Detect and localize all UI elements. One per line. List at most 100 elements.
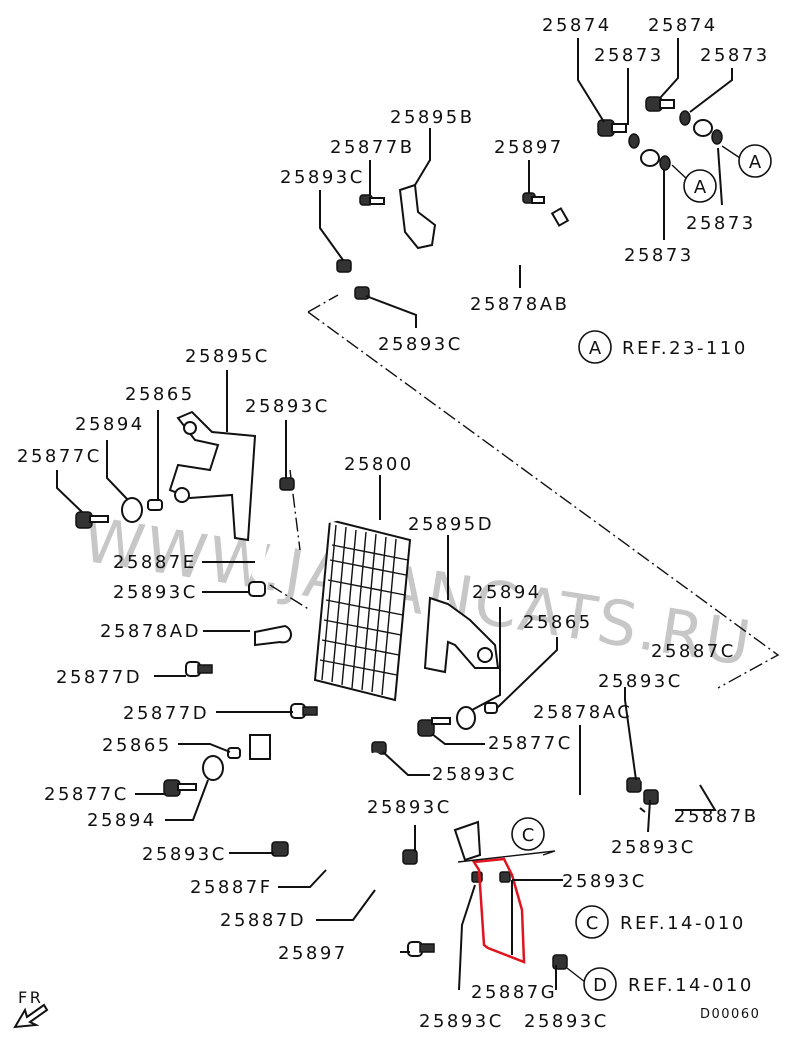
banjo-bolt-25874-right[interactable] [645,96,675,112]
label-25893C-ad-bottom[interactable]: 25893C [142,844,227,865]
hose-25887C[interactable] [640,695,705,783]
label-25887D[interactable]: 25887D [220,910,306,931]
bolt-25897-top[interactable] [522,192,545,204]
label-25877C-upper[interactable]: 25877C [17,446,102,467]
label-25887C[interactable]: 25887C [651,641,736,662]
label-25895D[interactable]: 25895D [408,514,494,535]
oil-cooler-25800[interactable] [310,516,412,751]
hose-25887F[interactable] [317,850,405,885]
bolt-25877C-left[interactable] [163,779,197,797]
label-25893C-e-bottom[interactable]: 25893C [113,582,198,603]
svg-text:A: A [589,338,602,359]
hose-25887B[interactable] [660,713,713,800]
label-25893C-lower4[interactable]: 25893C [524,1011,609,1032]
pipe-25878AC[interactable] [438,783,662,867]
label-25887G[interactable]: 25887G [471,982,557,1003]
washer-25873-3[interactable] [659,155,671,171]
label-25874-left[interactable]: 25874 [542,15,612,36]
clamp-25893C-ac1[interactable] [626,777,642,793]
label-25878AD[interactable]: 25878AD [100,621,201,642]
label-25893C-ac1[interactable]: 25893C [598,671,683,692]
clamp-25893C-lower3[interactable] [499,871,511,883]
collar-25865-left[interactable] [227,747,241,759]
svg-text:REF.14-010: REF.14-010 [628,975,754,996]
hose-25887D[interactable] [342,752,553,953]
label-25877D-upper[interactable]: 25877D [56,667,142,688]
washer-25873-4[interactable] [711,129,723,145]
label-25894-left[interactable]: 25894 [87,810,157,831]
pipe-25878AD[interactable] [243,598,292,832]
grommet-25894-left[interactable] [202,755,224,781]
clamp-25893C-e-bottom[interactable] [248,581,266,597]
bracket-25895B[interactable] [398,183,437,250]
clamp-25893C-e-top[interactable] [279,477,295,491]
label-25893C-e-top[interactable]: 25893C [245,396,330,417]
svg-text:C: C [522,825,535,846]
bolt-25877D-upper[interactable] [185,661,213,677]
clamp-25893C-top1[interactable] [336,259,352,273]
label-25865-upper[interactable]: 25865 [125,384,195,405]
svg-text:REF.14-010: REF.14-010 [620,913,746,934]
label-25878AC[interactable]: 25878AC [533,702,632,723]
label-25865-right[interactable]: 25865 [523,612,593,633]
label-25894-upper[interactable]: 25894 [75,414,145,435]
label-25893C-ac2[interactable]: 25893C [611,837,696,858]
label-25874-right[interactable]: 25874 [648,15,718,36]
bolt-25877C-upper[interactable] [75,511,109,529]
bolt-25877B[interactable] [359,194,385,206]
callout-marker-A-1: A [738,144,772,178]
label-25887E[interactable]: 25887E [113,552,197,573]
label-25897-top[interactable]: 25897 [494,137,564,158]
label-25873-1[interactable]: 25873 [594,45,664,66]
label-25873-2[interactable]: 25873 [700,45,770,66]
svg-text:A: A [749,152,762,173]
svg-text:C: C [586,913,599,934]
clamp-25893C-ac2[interactable] [643,789,659,805]
label-25878AB[interactable]: 25878AB [470,294,569,315]
label-25893C-lower3[interactable]: 25893C [562,871,647,892]
collar-25865-right[interactable] [484,702,498,714]
collar-25865-upper[interactable] [147,499,163,511]
label-25877C-right[interactable]: 25877C [488,733,573,754]
washer-25873-2[interactable] [679,110,691,126]
label-25865-left[interactable]: 25865 [102,735,172,756]
label-25873-4[interactable]: 25873 [624,245,694,266]
clamp-25893C-lower1[interactable] [402,849,418,865]
label-25877D-lower[interactable]: 25877D [123,703,209,724]
clamp-25893C-top2[interactable] [354,286,370,300]
bolt-25877C-right[interactable] [417,717,451,737]
label-25887F[interactable]: 25887F [190,877,273,898]
label-25893C-cooler-out[interactable]: 25893C [432,764,517,785]
label-25894-right[interactable]: 25894 [472,582,542,603]
grommet-25894-upper[interactable] [121,497,143,523]
reference-C[interactable]: C REF.14-010 [575,905,746,939]
callout-marker-A-2: A [683,169,717,203]
banjo-bolt-25874-left[interactable] [597,119,627,137]
bolt-25897-lower[interactable] [407,941,435,957]
reference-A[interactable]: A REF.23-110 [578,330,748,364]
washer-25873-1[interactable] [628,133,640,149]
label-25895B[interactable]: 25895B [390,107,475,128]
hose-25887G[interactable] [495,877,550,905]
label-25895C[interactable]: 25895C [185,346,270,367]
label-25893C-top1[interactable]: 25893C [280,167,365,188]
label-25877C-left[interactable]: 25877C [44,784,129,805]
hose-25887E[interactable] [252,483,293,580]
label-25877B[interactable]: 25877B [330,137,415,158]
label-25893C-lower2[interactable]: 25893C [419,1011,504,1032]
label-25893C-top2[interactable]: 25893C [378,334,463,355]
label-25887B[interactable]: 25887B [674,806,759,827]
reference-line-upper [307,294,780,689]
label-25800[interactable]: 25800 [344,454,414,475]
marker-leader-lines [457,145,741,983]
label-25893C-lower1[interactable]: 25893C [367,797,452,818]
grommet-25894-right[interactable] [456,706,476,730]
clamp-25893C-ad-bottom[interactable] [271,841,289,857]
reference-D[interactable]: D REF.14-010 [583,967,754,1001]
label-25897-lower[interactable]: 25897 [278,943,348,964]
leader-lines [56,38,733,991]
bolt-25877D-lower[interactable] [290,703,318,719]
label-25873-3[interactable]: 25873 [686,213,756,234]
bracket-25895C[interactable] [168,410,257,542]
